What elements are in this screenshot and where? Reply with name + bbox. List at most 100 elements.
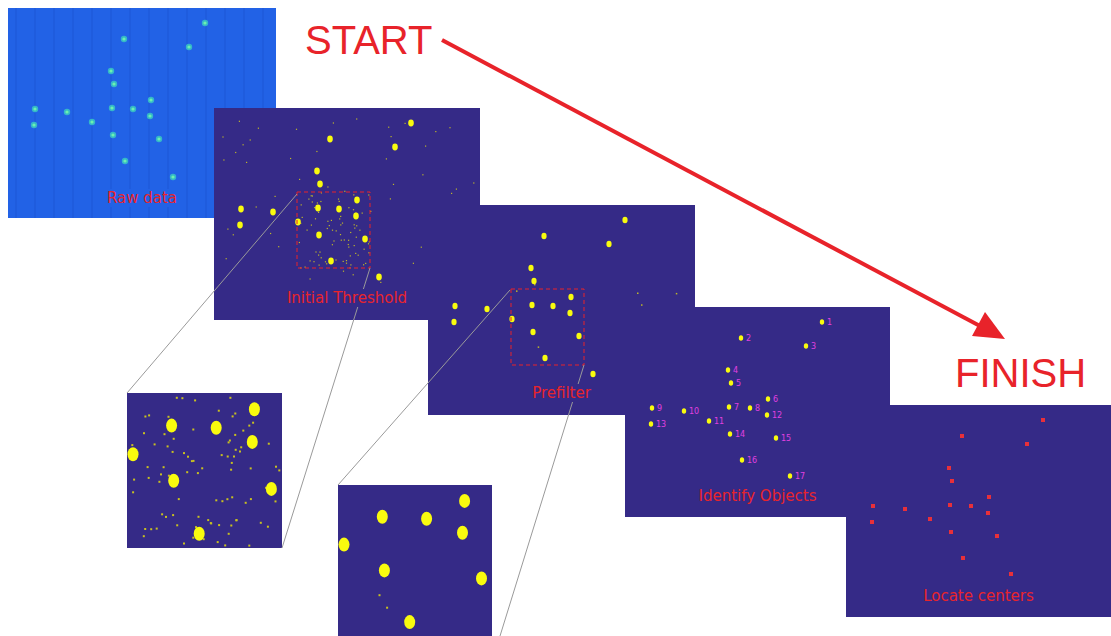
object-blob — [541, 233, 546, 239]
noise-speck — [310, 260, 311, 261]
step-label: Identify Objects — [695, 487, 819, 505]
noise-speck — [154, 443, 156, 445]
noise-speck — [342, 223, 343, 224]
noise-speck — [239, 451, 241, 453]
object-blob — [568, 294, 573, 300]
noise-speck — [183, 543, 185, 545]
object-blob — [379, 563, 390, 577]
noise-speck — [312, 201, 313, 202]
noise-speck — [358, 255, 359, 256]
noise-speck — [132, 491, 134, 493]
raw-spot-core — [90, 120, 93, 123]
noise-speck — [234, 434, 236, 436]
noise-speck — [186, 471, 188, 473]
noise-speck — [194, 399, 196, 401]
object-blob — [590, 371, 595, 377]
noise-speck — [333, 122, 334, 123]
raw-spot — [64, 109, 70, 115]
noise-speck — [315, 251, 316, 252]
noise-speck — [296, 129, 297, 130]
noise-speck — [215, 499, 217, 501]
center-mark — [903, 507, 907, 511]
object-blob — [739, 335, 743, 341]
object-blob — [194, 527, 205, 541]
noise-speck — [356, 225, 357, 226]
center-mark — [1009, 572, 1013, 576]
noise-speck — [386, 607, 388, 609]
raw-spot-core — [122, 37, 125, 40]
noise-speck — [314, 207, 315, 208]
noise-speck — [299, 242, 300, 243]
object-blob — [421, 512, 432, 526]
noise-speck — [332, 230, 333, 231]
center-mark — [1025, 442, 1029, 446]
zoom-leader — [338, 290, 510, 485]
object-blob — [728, 431, 732, 437]
object-number: 5 — [736, 379, 741, 388]
noise-speck — [210, 522, 212, 524]
panel-illustration — [846, 405, 1111, 617]
noise-speck — [252, 422, 254, 424]
raw-spot — [111, 81, 117, 87]
noise-speck — [256, 206, 257, 207]
object-blob — [531, 278, 536, 284]
noise-speck — [165, 516, 167, 518]
noise-speck — [379, 594, 381, 596]
noise-speck — [413, 263, 414, 264]
noise-speck — [181, 397, 183, 399]
raw-spot-core — [32, 123, 35, 126]
raw-spot — [122, 158, 128, 164]
object-blob — [729, 380, 733, 386]
noise-speck — [340, 234, 341, 235]
noise-speck — [311, 225, 312, 226]
start-label: START — [305, 18, 432, 62]
object-blob — [707, 418, 711, 424]
raw-spot — [170, 174, 176, 180]
noise-speck — [365, 263, 366, 264]
object-number: 3 — [811, 342, 816, 351]
noise-speck — [301, 204, 302, 205]
object-blob — [317, 181, 323, 188]
object-number: 11 — [714, 417, 724, 426]
object-number: 17 — [795, 472, 805, 481]
noise-speck — [260, 522, 262, 524]
noise-speck — [218, 524, 220, 526]
raw-spot-core — [203, 21, 206, 24]
noise-speck — [226, 498, 228, 500]
object-blob — [336, 206, 342, 213]
object-blob — [457, 526, 468, 540]
object-blob — [392, 144, 398, 151]
object-blob — [682, 408, 686, 414]
noise-speck — [346, 260, 347, 261]
object-blob — [820, 319, 824, 325]
noise-speck — [234, 413, 236, 415]
noise-speck — [192, 537, 194, 539]
center-mark — [961, 556, 965, 560]
noise-speck — [333, 240, 334, 241]
object-blob — [211, 421, 222, 435]
noise-speck — [172, 514, 174, 516]
object-blob — [726, 367, 730, 373]
noise-speck — [348, 244, 349, 245]
noise-speck — [388, 127, 389, 128]
noise-speck — [364, 249, 365, 250]
raw-spot-core — [123, 159, 126, 162]
object-number: 6 — [773, 395, 778, 404]
object-blob — [650, 405, 654, 411]
noise-speck — [356, 118, 357, 119]
object-number: 12 — [772, 411, 782, 420]
object-blob — [339, 538, 350, 552]
raw-spot — [31, 122, 37, 128]
noise-speck — [248, 545, 250, 547]
noise-speck — [326, 263, 327, 264]
noise-speck — [239, 121, 240, 122]
noise-speck — [310, 278, 311, 279]
raw-spot-core — [111, 133, 114, 136]
sensor-stripe — [111, 8, 112, 218]
raw-spot-core — [157, 137, 160, 140]
noise-speck — [346, 263, 347, 264]
center-mark — [870, 520, 874, 524]
noise-speck — [340, 216, 341, 217]
object-blob — [727, 404, 731, 410]
noise-speck — [473, 182, 474, 183]
